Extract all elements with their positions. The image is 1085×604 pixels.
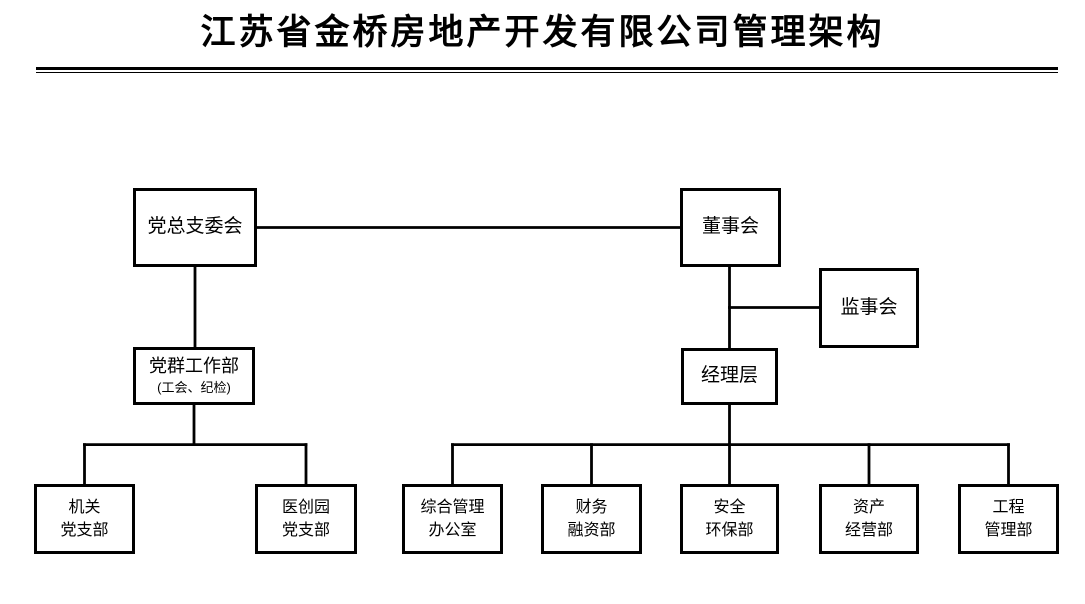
node-label: 综合管理 办公室 — [420, 498, 485, 539]
node-supervisory-board: 监事会 — [819, 268, 919, 348]
node-sublabel: (工会、纪检) — [157, 379, 231, 395]
node-safety-env-dept: 安全 环保部 — [680, 484, 779, 554]
node-label: 财务 融资部 — [567, 498, 616, 539]
node-label: 党总支委会 — [147, 216, 243, 238]
node-general-admin-office: 综合管理 办公室 — [402, 484, 503, 554]
node-asset-operation-dept: 资产 经营部 — [819, 484, 919, 554]
node-label: 经理层 — [700, 365, 758, 387]
node-medpark-party-branch: 医创园 党支部 — [255, 484, 357, 554]
node-label: 安全 环保部 — [705, 498, 754, 539]
title-rule-bottom — [36, 71, 1058, 73]
page-title: 江苏省金桥房地产开发有限公司管理架构 — [200, 13, 885, 52]
node-party-general-branch-committee: 党总支委会 — [133, 188, 257, 267]
node-label: 董事会 — [701, 216, 759, 238]
node-board-of-directors: 董事会 — [680, 188, 781, 267]
title-rule-top — [36, 67, 1058, 70]
node-engineering-mgmt-dept: 工程 管理部 — [958, 484, 1059, 554]
node-label: 党群工作部 — [149, 356, 239, 377]
node-agency-party-branch: 机关 党支部 — [34, 484, 135, 554]
node-party-mass-work-dept: 党群工作部 (工会、纪检) — [133, 347, 255, 405]
node-label: 资产 经营部 — [844, 498, 893, 539]
node-management-team: 经理层 — [681, 348, 778, 405]
node-finance-financing-dept: 财务 融资部 — [541, 484, 642, 554]
node-label: 机关 党支部 — [60, 498, 109, 539]
node-label: 监事会 — [840, 296, 898, 318]
node-label: 工程 管理部 — [984, 498, 1033, 539]
node-label: 医创园 党支部 — [281, 498, 330, 539]
